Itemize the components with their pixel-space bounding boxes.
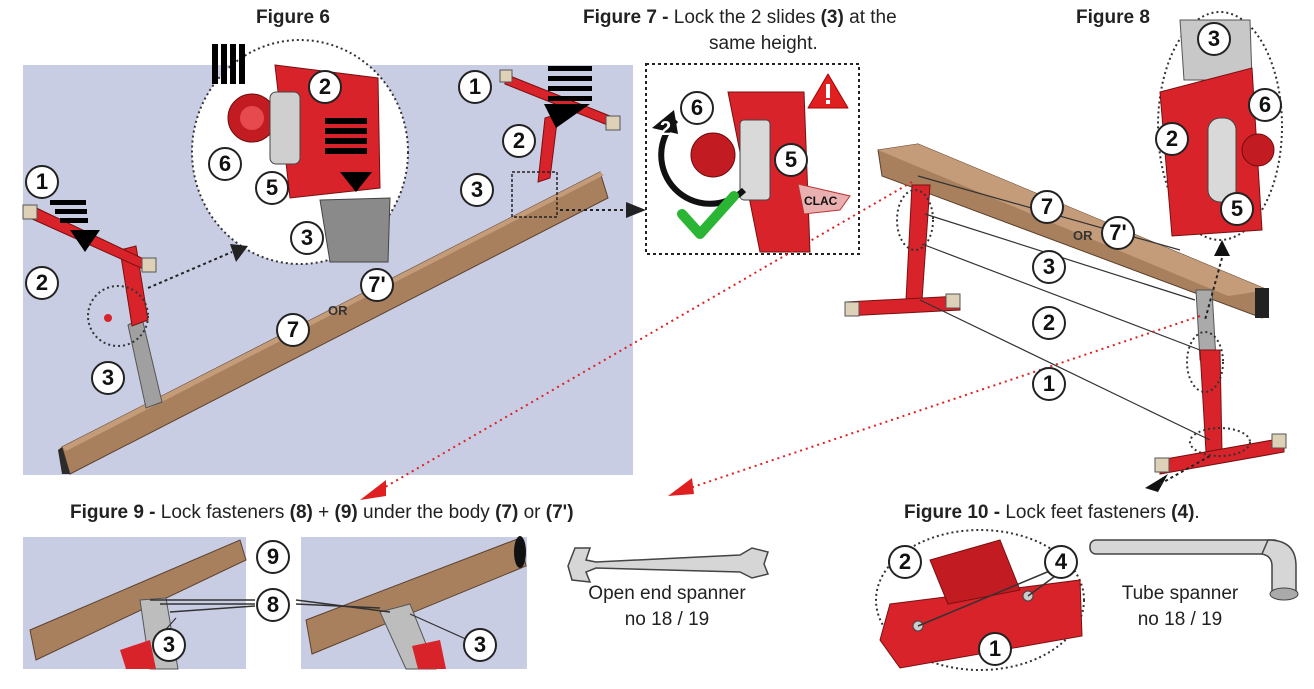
- fig8-zoom-callout-6: 6: [1248, 88, 1282, 122]
- figure-9-title: Figure 9 - Lock fasteners (8) + (9) unde…: [70, 502, 574, 523]
- figure-7-title-line2: same height.: [709, 33, 818, 54]
- fig10-callout-1: 1: [978, 632, 1012, 666]
- fig8-zoom-callout-3: 3: [1197, 22, 1231, 56]
- figure-8-title: Figure 8: [1076, 7, 1150, 28]
- fig6-zoom-callout-2: 2: [308, 70, 342, 104]
- fig7-callout-6: 6: [680, 91, 714, 125]
- fig6-or-label: OR: [328, 303, 348, 318]
- figure-7-label: Figure 7 -: [583, 7, 669, 28]
- fig6-callout-7: 7: [276, 313, 310, 347]
- fig6-right-callout-1: 1: [458, 70, 492, 104]
- fig6-callout-1: 1: [25, 165, 59, 199]
- fig10-callout-4: 4: [1044, 545, 1078, 579]
- fig6-right-callout-2: 2: [502, 124, 536, 158]
- fig6-callout-2-left: 2: [25, 266, 59, 300]
- fig7-callout-5: 5: [774, 143, 808, 177]
- fig8-callout-1: 1: [1032, 367, 1066, 401]
- fig8-or-label: OR: [1073, 228, 1093, 243]
- fig9-callout-9: 9: [256, 540, 290, 574]
- figure-6-title: Figure 6: [256, 7, 330, 28]
- tube-spanner-caption: Tube spanner no 18 / 19: [1121, 583, 1239, 630]
- open-spanner-caption: Open end spanner no 18 / 19: [588, 583, 746, 630]
- fig6-zoom-callout-5: 5: [255, 171, 289, 205]
- fig8-zoom-callout-2: 2: [1155, 122, 1189, 156]
- fig8-callout-2: 2: [1032, 306, 1066, 340]
- fig10-callout-2: 2: [888, 545, 922, 579]
- figure-10-title: Figure 10 - Lock feet fasteners (4).: [904, 502, 1200, 523]
- fig8-callout-7: 7: [1030, 190, 1064, 224]
- open-end-spanner-icon: [567, 547, 770, 583]
- tube-spanner-icon: [1089, 539, 1299, 601]
- fig9-callout-3-right: 3: [463, 628, 497, 662]
- fig6-zoom-callout-6: 6: [208, 147, 242, 181]
- figure-7-title: Figure 7 - Lock the 2 slides (3) at the: [583, 7, 897, 28]
- fig7-arrow-number-2: 2: [660, 118, 672, 140]
- fig7-clac-label: CLAC: [804, 194, 838, 208]
- fig6-zoom-callout-3: 3: [290, 221, 324, 255]
- fig8-callout-3: 3: [1032, 250, 1066, 284]
- fig9-callout-3-left: 3: [152, 628, 186, 662]
- fig8-callout-7prime: 7': [1101, 216, 1135, 250]
- fig6-right-callout-3: 3: [460, 173, 494, 207]
- fig9-callout-8: 8: [256, 588, 290, 622]
- fig6-callout-3-left: 3: [91, 361, 125, 395]
- fig6-callout-7prime: 7': [360, 268, 394, 302]
- fig8-zoom-callout-5: 5: [1220, 192, 1254, 226]
